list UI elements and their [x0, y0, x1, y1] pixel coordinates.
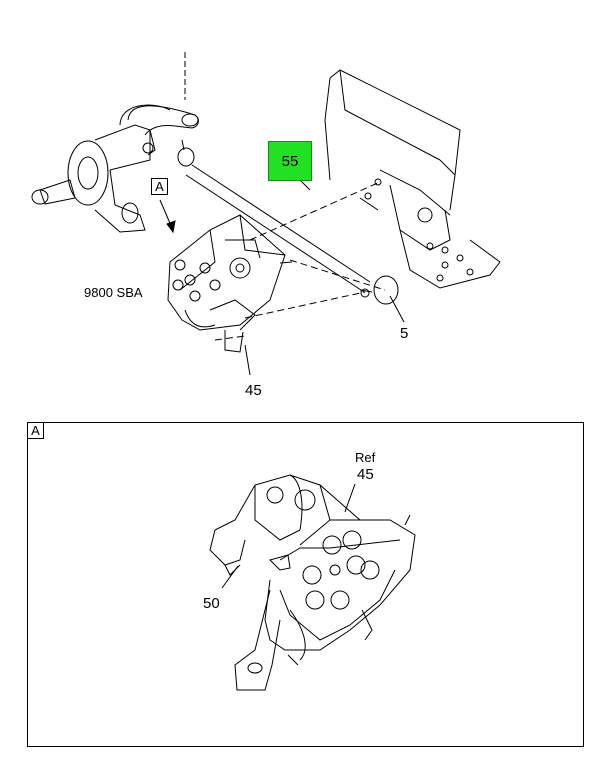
- view-label-a: A: [151, 178, 168, 195]
- detail-label-a: A: [27, 422, 44, 439]
- leader-5: [389, 295, 405, 323]
- callout-ref-steering-gear[interactable]: 45: [357, 466, 374, 483]
- frame-rail: [324, 69, 501, 289]
- leader-45: [244, 344, 251, 376]
- callout-drag-link-highlight[interactable]: 55: [268, 141, 312, 181]
- pitman-arm: [127, 105, 199, 167]
- ref-label: Ref: [355, 450, 376, 465]
- steering-knuckle: [31, 104, 171, 233]
- callout-tie-rod-end[interactable]: 5: [400, 325, 408, 342]
- callout-bracket[interactable]: 50: [203, 595, 220, 612]
- model-label: 9800 SBA: [84, 285, 143, 300]
- callout-steering-gear[interactable]: 45: [245, 382, 262, 399]
- leader-50: [221, 565, 239, 589]
- leader-ref-45: [344, 483, 356, 513]
- detail-view-frame: [27, 422, 584, 747]
- steering-gear: [167, 214, 293, 353]
- steering-gear-detail: [209, 474, 416, 691]
- drag-link: [185, 164, 399, 305]
